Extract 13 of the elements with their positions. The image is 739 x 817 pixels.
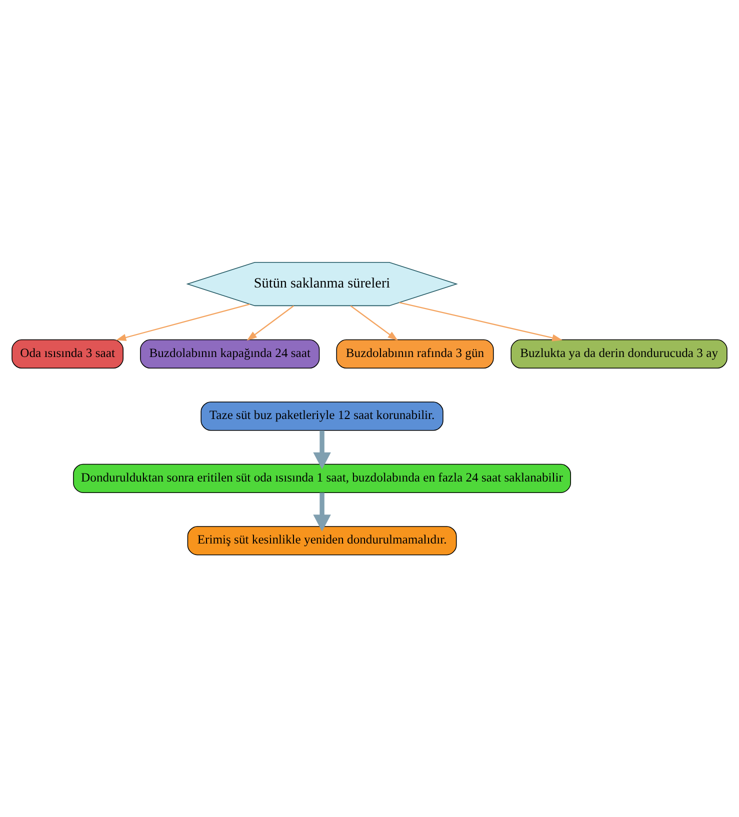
node-box: Taze süt buz paketleriyle 12 saat korunabilir. [200,402,444,431]
arrow [313,492,331,532]
arrow [246,305,294,341]
node-box: Erimiş süt kesinlikle yeniden dondurulmamalıdır. [187,526,457,556]
arrow [313,430,331,470]
node-box: Oda ısısında 3 saat [12,339,124,369]
arrow [350,305,398,341]
arrow [399,302,562,342]
node-box: Buzdolabının kapağında 24 saat [140,339,320,369]
node-box: Buzdolabının rafında 3 gün [336,339,494,369]
node-box: Dondurulduktan sonra eritilen süt oda ısısında 1 saat, buzdolabında en fazla 24 saat saklanabilir [73,464,571,493]
node-box: Buzlukta ya da derin dondurucuda 3 ay [510,339,728,369]
arrow [116,304,250,341]
